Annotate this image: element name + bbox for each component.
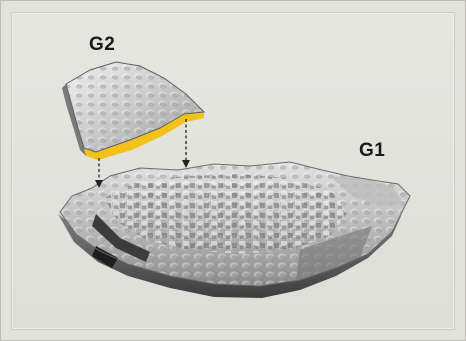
label-g2: G2 bbox=[89, 34, 115, 56]
g1-terrain bbox=[58, 162, 410, 298]
arrow-right-head bbox=[182, 160, 190, 168]
label-g1: G1 bbox=[359, 140, 385, 162]
g2-patch bbox=[62, 62, 204, 160]
